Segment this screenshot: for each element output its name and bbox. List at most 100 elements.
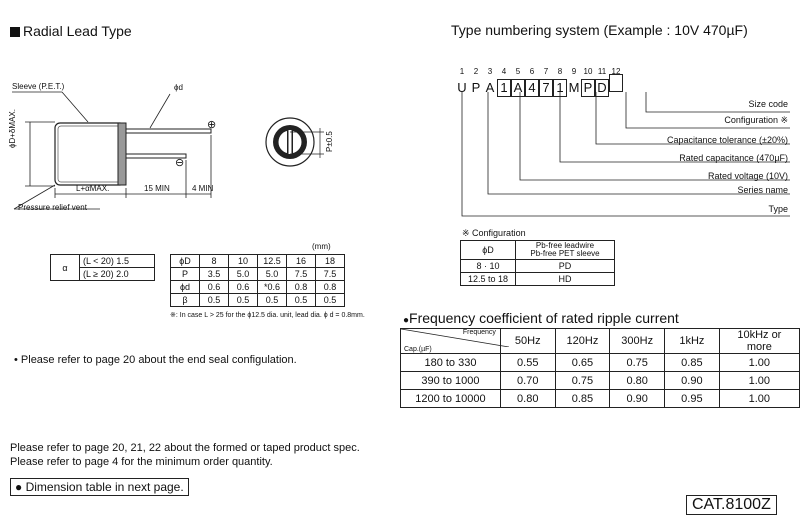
label-voltage: Rated voltage (10V): [707, 171, 788, 181]
label-capacitance: Rated capacitance (470µF): [679, 153, 788, 163]
config-header: ϕD: [460, 240, 516, 260]
alpha-table: α (L < 20) 1.5 (L ≥ 20) 2.0: [50, 254, 155, 281]
position-number: 9: [571, 67, 577, 76]
freq-cell: 1.00: [718, 371, 800, 390]
dim-cell: 7.5: [286, 267, 316, 281]
corner-cell: Frequency Cap.(µF): [400, 328, 509, 354]
label-configuration: Configuration ※: [724, 115, 788, 125]
order-note: Please refer to page 4 for the minimum o…: [10, 456, 273, 468]
position-number: 1: [459, 67, 465, 76]
alpha-row: (L ≥ 20) 2.0: [79, 267, 155, 281]
dim-header-cell: 12.5: [257, 254, 287, 268]
dim-cell: 7.5: [315, 267, 345, 281]
square-bullet-icon: [10, 27, 20, 37]
freq-cell: 1.00: [718, 353, 800, 372]
table-row: 390 to 1000 0.70 0.75 0.80 0.90 1.00: [400, 371, 800, 390]
sleeve-label: Sleeve (P.E.T.): [12, 82, 65, 91]
dim-cell: 5.0: [228, 267, 258, 281]
code-char-box: P: [581, 79, 595, 97]
freq-cell: 0.55: [499, 353, 556, 372]
label-type: Type: [768, 204, 788, 214]
alpha-row: (L < 20) 1.5: [79, 254, 155, 268]
dim-cell: ϕd: [170, 280, 200, 294]
position-number: 8: [557, 67, 563, 76]
freq-cell: 0.80: [499, 389, 556, 408]
position-number: 12: [611, 67, 621, 76]
end-seal-note: • Please refer to page 20 about the end …: [14, 354, 297, 366]
freq-header: 10kHz or more: [718, 328, 800, 354]
code-char: M: [568, 80, 580, 95]
dim-cell: P: [170, 267, 200, 281]
alpha-symbol: α: [50, 254, 80, 281]
relief-vent-label: Pressure relief vent: [18, 203, 87, 212]
freq-cell: 0.90: [609, 389, 666, 408]
freq-header: 1kHz: [664, 328, 720, 354]
corner-bottom: Cap.(µF): [404, 346, 432, 353]
config-cell: 12.5 to 18: [460, 272, 516, 286]
freq-cell: 180 to 330: [400, 353, 501, 372]
pitch-label: P±0.5: [325, 131, 334, 152]
position-number: 3: [487, 67, 493, 76]
capacitor-drawing: [12, 91, 324, 210]
config-cell: HD: [515, 272, 615, 286]
code-char-box: D: [595, 79, 609, 97]
phi-d-label: ϕd: [174, 83, 183, 92]
freq-cell: 0.75: [609, 353, 666, 372]
table-row: P 3.5 5.0 5.0 7.5 7.5: [170, 267, 345, 281]
config-title: ※ Configuration: [462, 228, 526, 238]
dimension-table-link[interactable]: ● Dimension table in next page.: [10, 478, 189, 496]
position-number: 7: [543, 67, 549, 76]
freq-cell: 1.00: [718, 389, 800, 408]
freq-cell: 0.95: [664, 389, 720, 408]
dim-header-cell: 10: [228, 254, 258, 268]
position-number: 4: [501, 67, 507, 76]
dim-cell: *0.6: [257, 280, 287, 294]
label-tolerance: Capacitance tolerance (±20%): [666, 135, 788, 145]
dim-header-cell: 8: [199, 254, 229, 268]
position-number: 5: [515, 67, 521, 76]
freq-cell: 0.70: [499, 371, 556, 390]
freq-cell: 0.85: [554, 389, 611, 408]
min4-label: 4 MIN: [192, 184, 214, 193]
dimension-table: ϕD 8 10 12.5 16 18 P 3.5 5.0 5.0 7.5 7.5…: [170, 254, 345, 307]
dim-cell: 0.5: [228, 293, 258, 307]
code-char: A: [485, 80, 495, 95]
minus-icon: ⊖: [175, 157, 185, 169]
corner-top: Frequency: [462, 329, 496, 336]
dim-cell: 0.6: [228, 280, 258, 294]
length-label: L+αMAX.: [76, 184, 110, 193]
dim-note: ※: In case L > 25 for the ϕ12.5 dia. uni…: [170, 312, 365, 319]
label-size-code: Size code: [748, 99, 788, 109]
formed-note: Please refer to page 20, 21, 22 about th…: [10, 442, 360, 454]
config-header: Pb-free leadwire Pb-free PET sleeve: [515, 240, 615, 260]
type-connector-lines: [461, 92, 790, 217]
table-row: β 0.5 0.5 0.5 0.5 0.5: [170, 293, 345, 307]
bullet-icon: ●: [403, 315, 410, 326]
dim-header-cell: 18: [315, 254, 345, 268]
position-number: 2: [473, 67, 479, 76]
code-char-box: 4: [525, 79, 539, 97]
code-char-box: 1: [497, 79, 511, 97]
freq-header: 120Hz: [554, 328, 611, 354]
freq-cell: 0.65: [554, 353, 611, 372]
type-numbering-heading: Type numbering system (Example : 10V 470…: [451, 22, 748, 38]
config-cell: 8 · 10: [460, 259, 516, 273]
radial-lead-heading: Radial Lead Type: [10, 23, 132, 39]
position-number: 6: [529, 67, 535, 76]
plus-icon: ⊕: [207, 119, 217, 131]
config-cell: PD: [515, 259, 615, 273]
diameter-label: ϕD+δMAX.: [8, 109, 17, 148]
freq-cell: 0.85: [664, 353, 720, 372]
freq-cell: 0.80: [609, 371, 666, 390]
position-number: 11: [597, 67, 607, 76]
dim-cell: 0.8: [286, 280, 316, 294]
code-char: P: [471, 80, 481, 95]
label-series: Series name: [737, 185, 788, 195]
bullet-icon: ●: [15, 480, 23, 494]
freq-title: ●Frequency coefficient of rated ripple c…: [403, 310, 679, 326]
freq-cell: 390 to 1000: [400, 371, 501, 390]
position-number: 10: [583, 67, 593, 76]
table-row: 8 · 10 PD: [460, 259, 615, 273]
table-row: 12.5 to 18 HD: [460, 272, 615, 286]
